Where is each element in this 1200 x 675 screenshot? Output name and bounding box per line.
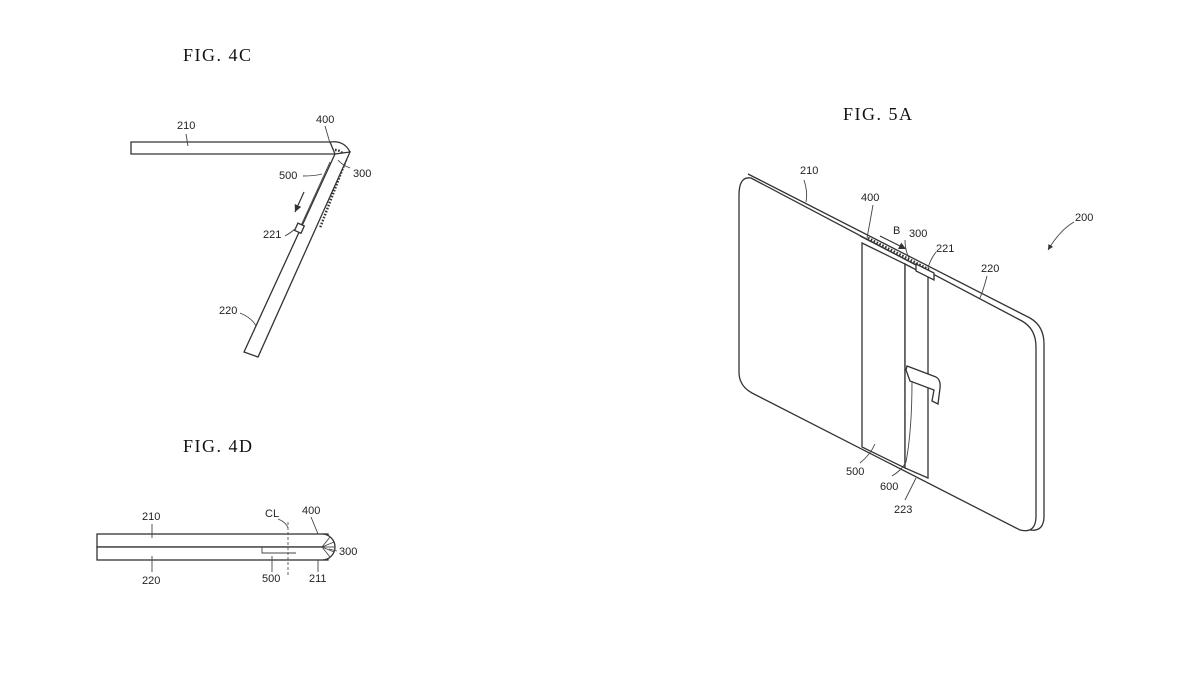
ref-500: 500 xyxy=(846,466,864,478)
ref-400: 400 xyxy=(316,114,334,126)
figure-4c: FIG. 4C 210 400 500 300 221 220 xyxy=(130,45,371,358)
leader-210 xyxy=(185,133,189,147)
panel-210 xyxy=(130,141,336,155)
hinge-spokes xyxy=(321,536,335,558)
ref-220: 220 xyxy=(142,575,160,587)
leader-210 xyxy=(803,179,808,203)
ref-600: 600 xyxy=(880,481,898,493)
ref-220: 220 xyxy=(219,305,237,317)
hinge-outer-curve xyxy=(329,141,351,153)
ref-221: 221 xyxy=(936,243,954,255)
ref-b: B xyxy=(893,225,900,237)
figure-5a: FIG. 5A 210 400 B 300 221 xyxy=(738,104,1093,532)
motion-arrow xyxy=(294,191,305,213)
leader-400 xyxy=(310,516,319,535)
slider-block-221 xyxy=(293,222,306,235)
ref-300: 300 xyxy=(353,168,371,180)
slider-block-221 xyxy=(915,262,935,282)
ref-400: 400 xyxy=(861,192,879,204)
leader-500 xyxy=(859,443,876,464)
leader-300 xyxy=(337,159,351,169)
ref-500: 500 xyxy=(279,170,297,182)
slider-500 xyxy=(261,547,296,554)
ref-210: 210 xyxy=(177,120,195,132)
ref-400: 400 xyxy=(302,505,320,517)
leader-220 xyxy=(239,312,257,327)
slider-500-edge xyxy=(297,161,331,233)
leader-400 xyxy=(866,204,874,239)
hinge-band-500 xyxy=(861,241,906,470)
leader-500 xyxy=(302,173,323,177)
figure-4d: FIG. 4D 210 CL 400 300 220 500 211 xyxy=(96,436,357,587)
leader-221 xyxy=(927,251,937,269)
ref-220: 220 xyxy=(981,263,999,275)
ref-211: 211 xyxy=(309,573,327,585)
ref-500: 500 xyxy=(262,573,280,585)
figure-4d-title: FIG. 4D xyxy=(183,436,254,456)
ref-300: 300 xyxy=(909,228,927,240)
leader-200 xyxy=(1047,221,1075,251)
panel-210 xyxy=(96,533,329,548)
hinge-links-300 xyxy=(867,236,931,272)
leader-300 xyxy=(328,548,338,552)
ref-cl: CL xyxy=(265,508,279,520)
ref-210: 210 xyxy=(142,511,160,523)
ref-200: 200 xyxy=(1075,212,1093,224)
ref-221: 221 xyxy=(263,229,281,241)
leader-cl xyxy=(277,518,289,529)
figure-4c-title: FIG. 4C xyxy=(183,45,253,65)
clip-600 xyxy=(905,365,941,405)
panel-220 xyxy=(96,546,329,561)
ref-210: 210 xyxy=(800,165,818,177)
leader-600 xyxy=(891,461,907,477)
ref-223: 223 xyxy=(894,504,912,516)
leader-300 xyxy=(904,239,910,259)
panel-220 xyxy=(243,151,352,358)
direction-arrow-b xyxy=(879,235,907,250)
ref-300: 300 xyxy=(339,546,357,558)
leader-220 xyxy=(979,275,988,299)
leader-223 xyxy=(904,477,917,501)
clip-600-tail xyxy=(905,380,913,463)
leader-221 xyxy=(284,227,297,237)
leader-400 xyxy=(324,125,331,144)
figure-5a-title: FIG. 5A xyxy=(843,104,914,124)
